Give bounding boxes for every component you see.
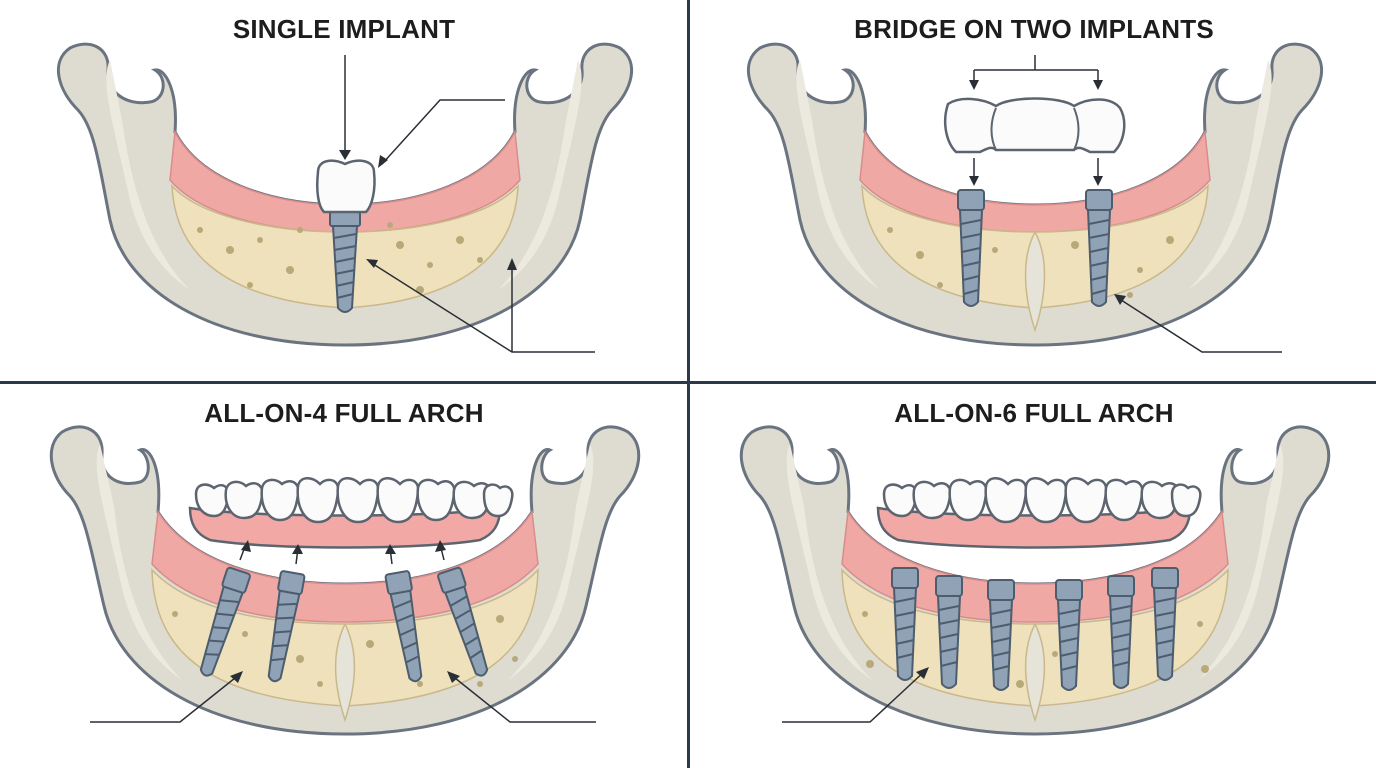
gum-tissue (151, 509, 539, 623)
implant-3 (987, 579, 1015, 691)
implant-row (891, 567, 1179, 691)
horizontal-divider (0, 381, 1376, 384)
implant-4 (437, 566, 489, 677)
panel-single-implant: SINGLE IMPLANT (0, 0, 688, 384)
implant-1 (891, 567, 919, 681)
tooth-crown (316, 159, 376, 214)
dental-implant-left (957, 189, 985, 307)
panel-title: BRIDGE ON TWO IMPLANTS (854, 14, 1214, 44)
bone-midline (334, 623, 356, 723)
full-arch-prosthesis (188, 477, 514, 549)
leader-lines (782, 667, 929, 723)
vertical-divider (687, 0, 690, 768)
all-on-6-illustration (739, 425, 1331, 736)
leader-lines (90, 540, 596, 723)
single-implant-illustration (56, 42, 634, 353)
bone-midline (1024, 231, 1046, 333)
all-on-4-illustration (49, 425, 641, 736)
marrow-texture (887, 227, 1174, 298)
full-arch-prosthesis (876, 477, 1202, 549)
implant-5 (1107, 575, 1135, 689)
jaw-bone (56, 42, 634, 347)
implant-2 (267, 570, 306, 683)
jaw-bone (746, 42, 1324, 347)
panel-bridge-two-implants: BRIDGE ON TWO IMPLANTS (690, 0, 1376, 384)
dental-implant (329, 211, 361, 313)
implant-4 (1055, 579, 1083, 691)
leader-lines (339, 55, 595, 353)
leader-lines (969, 55, 1282, 353)
dental-implant-right (1085, 189, 1113, 307)
implant-3 (384, 570, 423, 683)
panel-all-on-6: ALL-ON-6 FULL ARCH (690, 384, 1376, 768)
bridge-crowns (944, 97, 1126, 154)
implant-1 (199, 566, 251, 677)
implant-2 (935, 575, 963, 689)
panel-title: ALL-ON-4 FULL ARCH (204, 398, 484, 428)
implant-6 (1151, 567, 1179, 681)
bone-midline (1024, 623, 1046, 723)
bridge-illustration (746, 42, 1324, 353)
panel-title: ALL-ON-6 FULL ARCH (894, 398, 1174, 428)
panel-title: SINGLE IMPLANT (232, 14, 456, 44)
panel-all-on-4: ALL-ON-4 FULL ARCH (0, 384, 688, 768)
